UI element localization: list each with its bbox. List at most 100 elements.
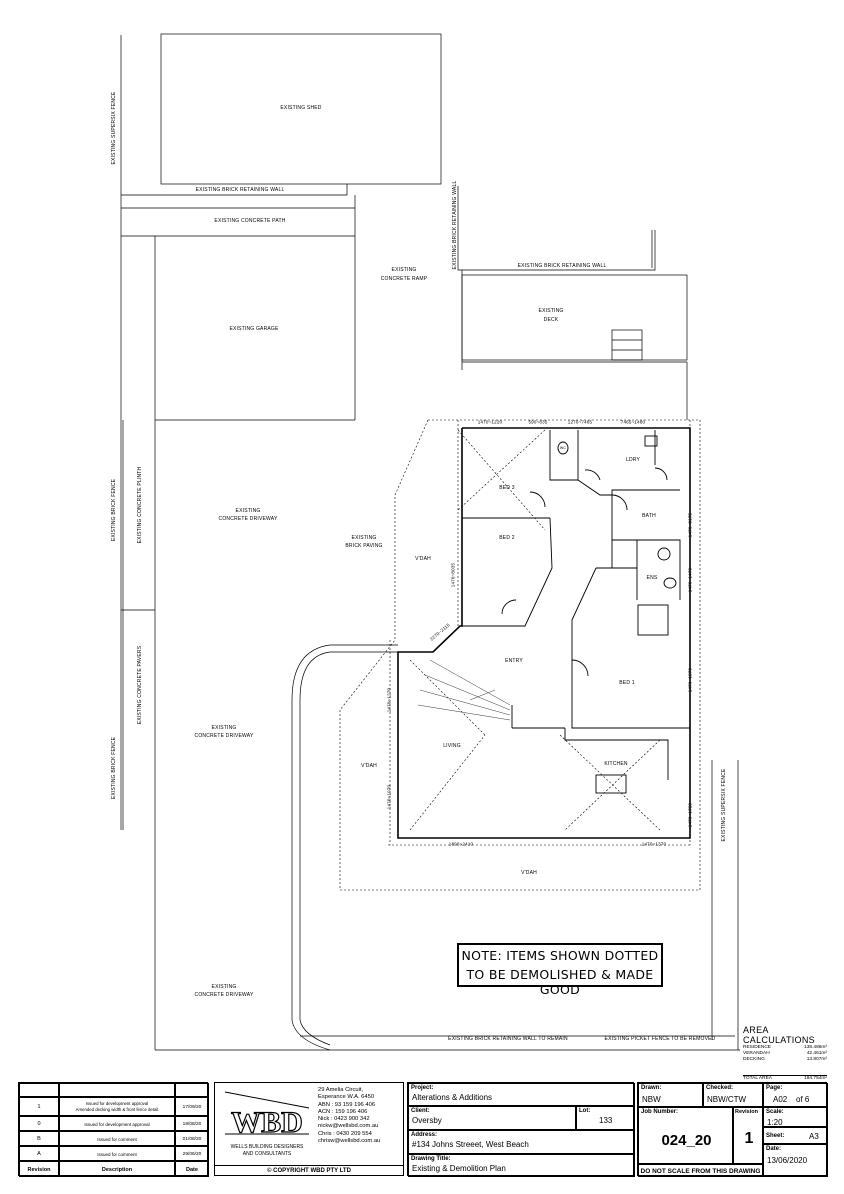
deck-label-l2: DECK — [543, 317, 559, 323]
address-line: Nick : 0423 900 342 — [318, 1116, 370, 1123]
revision-date: 29/06/20 — [175, 1146, 209, 1161]
drawn-label: Drawn: — [641, 1085, 662, 1091]
area-row-label: DECKING — [743, 1057, 765, 1062]
company-logo: WBD WELLS BUILDING DESIGNERS AND CONSULT… — [219, 1086, 315, 1164]
revision-description: Issued for comment — [59, 1131, 175, 1146]
area-row-value: 42.461m² — [806, 1051, 827, 1056]
company-name-l2: AND CONSULTANTS — [242, 1151, 292, 1157]
address-line: chrisw@wellsbd.com.au — [318, 1138, 381, 1145]
concrete-path-label: EXISTING CONCRETE PATH — [214, 218, 286, 224]
room-kitchen: KITCHEN — [604, 761, 628, 767]
drawing-title-cell: Drawing Title: Existing & Demolition Pla… — [408, 1154, 635, 1177]
dimension-label: 590~835 — [528, 419, 548, 425]
revision-label: Revision — [735, 1109, 758, 1115]
checked-value: NBW/CTW — [707, 1095, 747, 1104]
copyright-notice: © COPYRIGHT WBD PTY LTD — [215, 1165, 403, 1177]
project-value: Alterations & Additions — [412, 1093, 493, 1102]
project-block: Project: Alterations & Additions Client:… — [407, 1082, 635, 1177]
room-entry: ENTRY — [505, 658, 523, 664]
driveway-label-l1: EXISTING — [235, 508, 261, 514]
client-label: Client: — [411, 1108, 430, 1114]
revision-number: B — [19, 1131, 59, 1146]
wbd-logo-icon: WBD — [224, 1091, 310, 1140]
brick-fence-2-label: EXISTING BRICK FENCE — [111, 736, 117, 800]
lot-label: Lot: — [579, 1108, 591, 1114]
existing-shed-label: EXISTING SHED — [280, 105, 322, 111]
checked-cell: Checked: NBW/CTW — [703, 1083, 763, 1107]
description-header: Description — [59, 1161, 175, 1177]
address-line: 29 Amelia Circuit, — [318, 1087, 364, 1093]
checked-label: Checked: — [706, 1085, 734, 1091]
note-line-1: NOTE: ITEMS SHOWN DOTTED — [461, 948, 659, 963]
sheet-value: A3 — [809, 1132, 819, 1141]
revision-empty-cell — [19, 1083, 59, 1097]
room-verandah-left: V'DAH — [361, 763, 377, 769]
concrete-pavers-label: EXISTING CONCRETE PAVERS — [137, 645, 143, 725]
dimension-label: 1470~1370 — [641, 841, 667, 847]
room-bed3: BED 3 — [499, 485, 515, 491]
area-row: VERANDAH 42.461m² — [743, 1051, 827, 1057]
dimension-label: 1470~1720 — [687, 802, 693, 828]
dimension-label: 1470~1470 — [687, 567, 693, 593]
dimension-label: 1470~1220 — [477, 419, 503, 425]
address-cell: Address: #134 Johns Streeet, West Beach — [408, 1130, 635, 1154]
room-verandah-bottom: V'DAH — [521, 870, 537, 876]
page-label: Page: — [766, 1085, 783, 1091]
job-number-label: Job Number: — [641, 1109, 679, 1115]
revision-number: A — [19, 1146, 59, 1161]
company-name-l1: WELLS BUILDING DESIGNERS — [230, 1144, 304, 1150]
revision-description: Issued for development approval Amended … — [59, 1097, 175, 1116]
brick-paving-label-l2: BRICK PAVING — [345, 543, 383, 549]
supersix-fence-right-label: EXISTING SUPERSIX FENCE — [721, 768, 727, 842]
area-row-label: VERANDAH — [743, 1051, 770, 1056]
dimension-label: 1470~8175 — [687, 512, 693, 538]
brick-retaining-wall-right-vertical-label: EXISTING BRICK RETAINING WALL — [452, 180, 458, 270]
brick-retaining-wall-top-label: EXISTING BRICK RETAINING WALL — [195, 187, 285, 193]
room-bath: BATH — [642, 513, 656, 519]
revision-description: Issued for comment — [59, 1146, 175, 1161]
dimension-label: 1470~8035 — [450, 562, 456, 588]
brick-retaining-wall-right-label: EXISTING BRICK RETAINING WALL — [517, 263, 607, 269]
date-label: Date: — [766, 1146, 782, 1152]
demolition-note: NOTE: ITEMS SHOWN DOTTED TO BE DEMOLISHE… — [457, 943, 663, 997]
lot-value: 133 — [599, 1116, 613, 1125]
address-line: Chris : 0430 209 554 — [318, 1130, 372, 1137]
company-block: WBD WELLS BUILDING DESIGNERS AND CONSULT… — [214, 1082, 404, 1176]
revision-date: 01/08/20 — [175, 1131, 209, 1146]
revision-number: 1 — [19, 1097, 59, 1116]
sheet-cell: Sheet: A3 — [763, 1127, 828, 1144]
lot-cell: Lot: 133 — [576, 1106, 635, 1130]
area-row-label: RESIDENCE — [743, 1045, 771, 1050]
room-living: LIVING — [443, 743, 461, 749]
room-ldry: LDRY — [625, 457, 641, 463]
dimension-label: 7465~1480 — [620, 419, 646, 425]
supersix-fence-top-label: EXISTING SUPERSIX FENCE — [111, 91, 117, 165]
address-line: nickw@wellsbd.com.au — [318, 1123, 379, 1130]
driveway-3-label-l2: CONCRETE DRIVEWAY — [194, 992, 254, 998]
garage-label: EXISTING GARAGE — [229, 326, 279, 332]
revision-value: 1 — [744, 1130, 754, 1147]
note-line-2: TO BE DEMOLISHED & MADE GOOD — [466, 967, 654, 997]
dimension-label: 1470~1570 — [687, 667, 693, 693]
logo-text: WBD — [231, 1106, 303, 1139]
address-line: ACN : 159 196 406 — [318, 1108, 368, 1115]
scale-value: 1:20 — [767, 1118, 783, 1127]
revision-header: Revision — [19, 1161, 59, 1177]
room-verandah-upper: V'DAH — [415, 556, 431, 562]
driveway-2-label-l1: EXISTING — [211, 725, 237, 731]
address-line: Esperance W.A. 6450 — [318, 1094, 375, 1101]
revision-empty-cell — [175, 1083, 209, 1097]
driveway-2-label-l2: CONCRETE DRIVEWAY — [194, 733, 254, 739]
date-cell: Date: 13/06/2020 — [763, 1144, 828, 1177]
revision-cell: Revision 1 — [733, 1107, 763, 1164]
date-header: Date — [175, 1161, 209, 1177]
area-total-label: TOTAL AREA — [743, 1076, 772, 1081]
page-value: A02 — [773, 1095, 788, 1104]
concrete-ramp-label-l2: CONCRETE RAMP — [380, 276, 428, 282]
revision-number: 0 — [19, 1116, 59, 1131]
do-not-scale-warning: DO NOT SCALE FROM THIS DRAWING — [638, 1164, 763, 1177]
revision-date: 18/08/20 — [175, 1116, 209, 1131]
